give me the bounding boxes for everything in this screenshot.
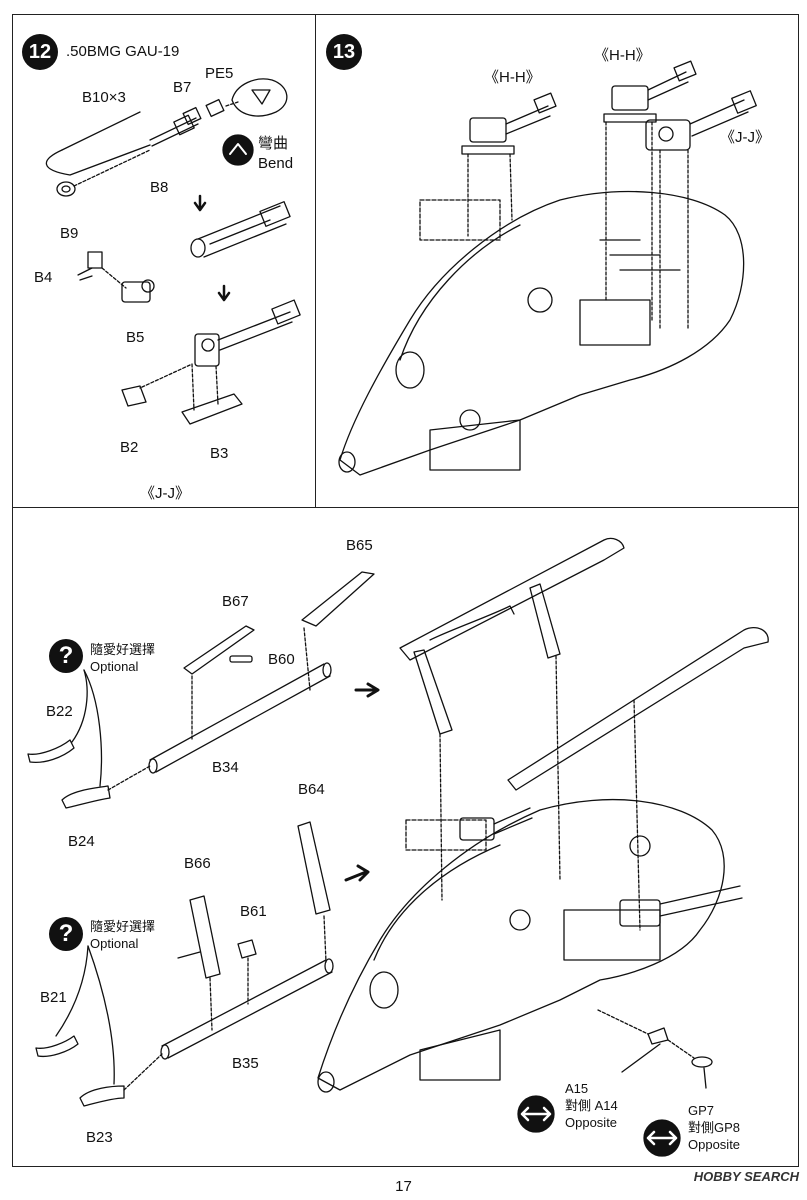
label-b23: B23	[86, 1129, 113, 1146]
optional-note-2: 隨愛好選擇 Optional	[90, 918, 155, 952]
lower-panel	[12, 507, 799, 1167]
b23-part	[79, 1085, 125, 1107]
label-gp7: GP7	[688, 1103, 715, 1118]
label-b34: B34	[212, 759, 239, 776]
gun-jj	[645, 90, 757, 151]
a15-part	[647, 1027, 669, 1045]
gun-hh-left	[461, 92, 557, 155]
optional-en-1: Optional	[90, 659, 139, 674]
pe5-part	[205, 98, 225, 118]
label-b67: B67	[222, 593, 249, 610]
label-b10: B10×3	[82, 89, 126, 106]
b10-wire-curl	[45, 144, 151, 176]
gun-hh-right	[603, 60, 697, 123]
b21-part	[35, 1035, 79, 1058]
b22-part	[27, 739, 75, 764]
bend-icon	[222, 134, 254, 166]
label-b7: B7	[173, 79, 192, 96]
b61-part	[237, 939, 257, 959]
label-b65: B65	[346, 537, 373, 554]
optional-zh-2: 隨愛好選擇	[90, 919, 156, 934]
optional-en-2: Optional	[90, 936, 139, 951]
label-pe5: PE5	[205, 65, 234, 82]
label-b9: B9	[60, 225, 79, 242]
optional-question-icon-2: ?	[49, 917, 83, 951]
label-b4: B4	[34, 269, 53, 286]
page-number: 17	[395, 1178, 412, 1195]
view-label-jj-12: 《J-J》	[140, 485, 190, 502]
optional-zh-1: 隨愛好選擇	[90, 642, 156, 657]
step-13-panel	[315, 14, 799, 508]
optional-question-icon-1: ?	[49, 639, 83, 673]
flow-arrow-1	[193, 194, 207, 212]
view-label-hh-left: 《H-H》	[484, 69, 541, 86]
label-b5: B5	[126, 329, 145, 346]
barrel-assembly-1	[190, 201, 291, 258]
optional-note-1: 隨愛好選擇 Optional	[90, 641, 155, 675]
label-b66: B66	[184, 855, 211, 872]
b5-part	[121, 279, 155, 303]
flow-arrow-2	[217, 284, 231, 302]
b65-part	[301, 571, 375, 627]
opposite-label-1: Opposite	[565, 1115, 618, 1130]
label-b60: B60	[268, 651, 295, 668]
label-b8: B8	[150, 179, 169, 196]
b60-part	[229, 655, 253, 663]
step-12-number: 12	[22, 34, 58, 70]
fuselage-step-13	[338, 190, 745, 476]
pe5-detail-callout	[231, 78, 288, 117]
b24-part	[61, 785, 111, 809]
step-12-title: .50BMG GAU-19	[66, 43, 180, 60]
fuselage-lower	[317, 798, 743, 1093]
watermark: HOBBY SEARCH	[693, 1169, 799, 1184]
step-13-number: 13	[326, 34, 362, 70]
label-b61: B61	[240, 903, 267, 920]
b10-wire	[61, 111, 141, 151]
flow-arrow-4	[344, 864, 370, 882]
opposite-label-2: Opposite	[688, 1137, 741, 1152]
b7-part	[182, 106, 202, 126]
gp7-part	[691, 1056, 713, 1068]
b9-ring	[56, 181, 76, 197]
label-a15: A15	[565, 1081, 589, 1096]
b8-barrel	[149, 114, 199, 147]
label-b2: B2	[120, 439, 139, 456]
label-b21: B21	[40, 989, 67, 1006]
flow-arrow-3	[354, 682, 380, 698]
label-gp8: 對側GP8	[688, 1120, 741, 1135]
gp7-note: GP7 對側GP8 Opposite	[688, 1102, 740, 1153]
bend-label-zh: 彎曲	[258, 135, 289, 152]
a15-note: A15 對側 A14 Opposite	[565, 1080, 618, 1131]
b2-part	[121, 385, 147, 407]
b3-part	[181, 393, 243, 425]
landing-gear-frame	[399, 537, 769, 931]
b34-skid	[148, 662, 332, 774]
label-b64: B64	[298, 781, 325, 798]
label-b3: B3	[210, 445, 229, 462]
view-label-jj-13: 《J-J》	[720, 129, 770, 146]
b67-part	[183, 625, 255, 675]
b64-part	[297, 821, 331, 915]
b35-skid	[160, 958, 334, 1060]
label-b24: B24	[68, 833, 95, 850]
label-a14: 對側 A14	[565, 1098, 618, 1113]
view-label-hh-right: 《H-H》	[594, 47, 651, 64]
bend-label-en: Bend	[258, 155, 294, 172]
label-b22: B22	[46, 703, 73, 720]
barrel-assembly-2	[194, 299, 301, 367]
label-b35: B35	[232, 1055, 259, 1072]
pe5-triangle	[251, 89, 271, 105]
b66-part	[189, 895, 221, 979]
b4-part	[77, 251, 103, 281]
